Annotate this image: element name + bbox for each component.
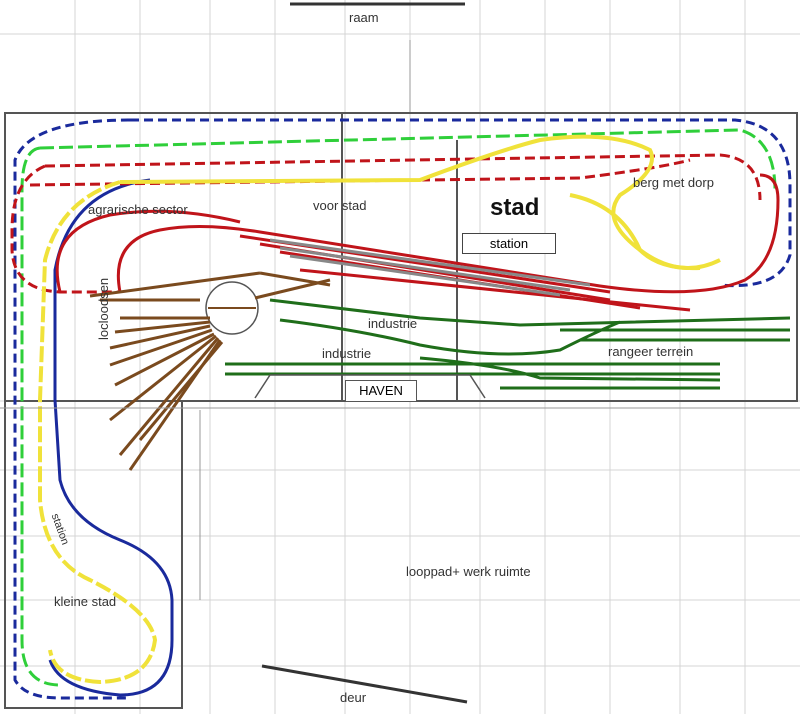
door-wall	[261, 664, 468, 704]
blue-mainline-top	[130, 118, 792, 288]
red-dashed-second	[29, 158, 691, 187]
red-dashed-left	[10, 164, 120, 294]
label-stad: stad	[490, 194, 540, 221]
label-rangeer-terrein: rangeer terrein	[608, 344, 694, 359]
red-inner-curve	[55, 209, 241, 293]
green-line-top	[39, 128, 777, 191]
red-dashed-top	[44, 153, 762, 201]
label-raam: raam	[349, 10, 379, 25]
label-agrarische-sector: agrarische sector	[88, 202, 188, 217]
label-locloodsen: locloodsen	[96, 277, 111, 340]
harbour-quay	[254, 374, 486, 399]
station-building: station	[462, 233, 556, 254]
label-deur: deur	[340, 690, 367, 705]
label-kleine-stad: kleine stad	[54, 594, 117, 609]
blue-mainline-left	[13, 118, 131, 700]
grey-sidings	[269, 238, 591, 297]
blue-helix-line	[48, 178, 174, 697]
label-voor-stad: voor stad	[313, 198, 367, 213]
red-main-loop	[116, 173, 780, 294]
haven-label: HAVEN	[345, 380, 417, 402]
industry-and-yard-tracks	[225, 298, 791, 390]
green-line-left	[20, 146, 61, 687]
yellow-line-left	[38, 180, 158, 685]
label-industrie-lower: industrie	[322, 346, 372, 361]
dimension-marks	[0, 40, 800, 600]
roundhouse-tracks	[89, 271, 331, 471]
label-berg-met-dorp: berg met dorp	[633, 175, 714, 190]
yellow-mountain-branch	[569, 193, 701, 271]
label-industrie-upper: industrie	[368, 316, 418, 331]
label-looppad-werkruimte: looppad+ werk ruimte	[406, 564, 531, 579]
